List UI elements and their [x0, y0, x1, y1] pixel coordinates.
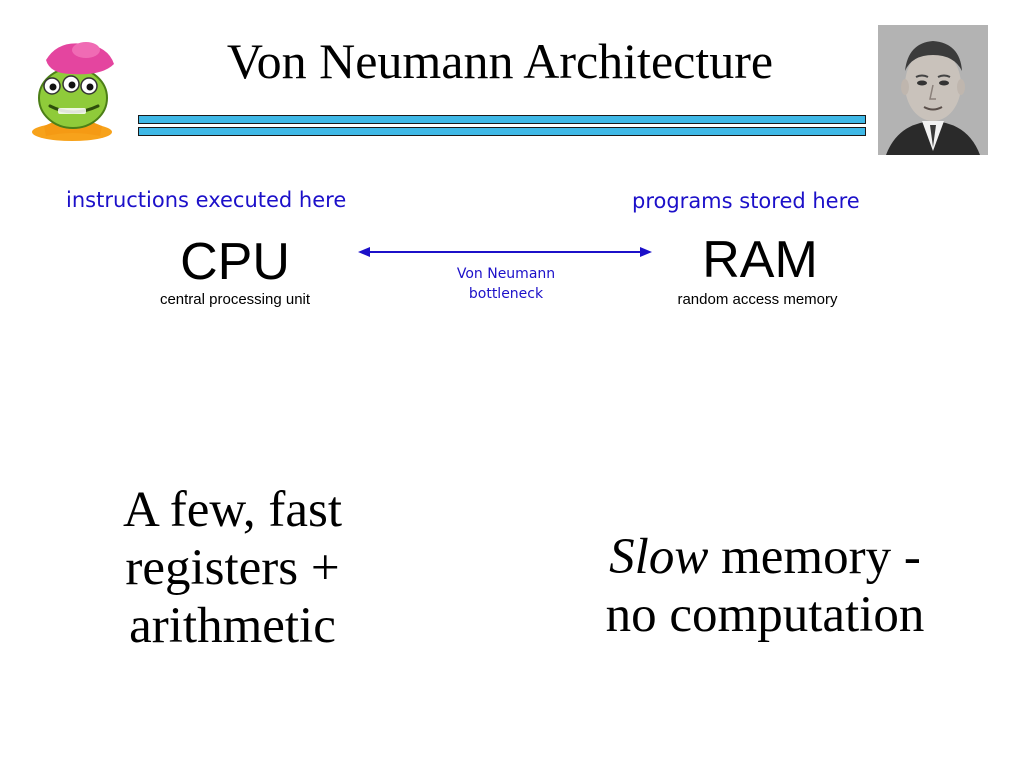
title-underline-top	[138, 115, 866, 124]
cpu-description-line1: A few, fast	[122, 482, 343, 538]
bottleneck-label-line1: Von Neumann	[456, 266, 556, 282]
title-underline-bottom	[138, 127, 866, 136]
ram-note: programs stored here	[632, 189, 860, 213]
cpu-description: A few, fast registers + arithmetic	[60, 481, 405, 655]
ram-label: RAM	[702, 231, 818, 289]
ram-description-line1: Slow memory -	[560, 528, 970, 586]
bottleneck-double-arrow	[358, 247, 652, 257]
cpu-description-line2: registers +	[125, 540, 340, 596]
bottleneck-label: Von Neumann bottleneck	[430, 264, 582, 304]
cpu-description-line3: arithmetic	[129, 598, 336, 654]
slide-title: Von Neumann Architecture	[226, 33, 774, 89]
ram-sublabel: random access memory	[677, 291, 838, 308]
ram-description-line1-rest: memory -	[708, 529, 921, 585]
cpu-sublabel: central processing unit	[159, 291, 311, 308]
ram-description-line2: no computation	[605, 587, 925, 643]
cpu-label: CPU	[180, 233, 290, 291]
bottleneck-label-line2: bottleneck	[468, 286, 544, 302]
ram-description: Slow memory - no computation	[560, 528, 970, 644]
cpu-note: instructions executed here	[66, 188, 347, 212]
von-neumann-portrait	[878, 25, 988, 155]
slow-emphasis: Slow	[609, 529, 709, 585]
mascot-icon	[32, 42, 114, 141]
